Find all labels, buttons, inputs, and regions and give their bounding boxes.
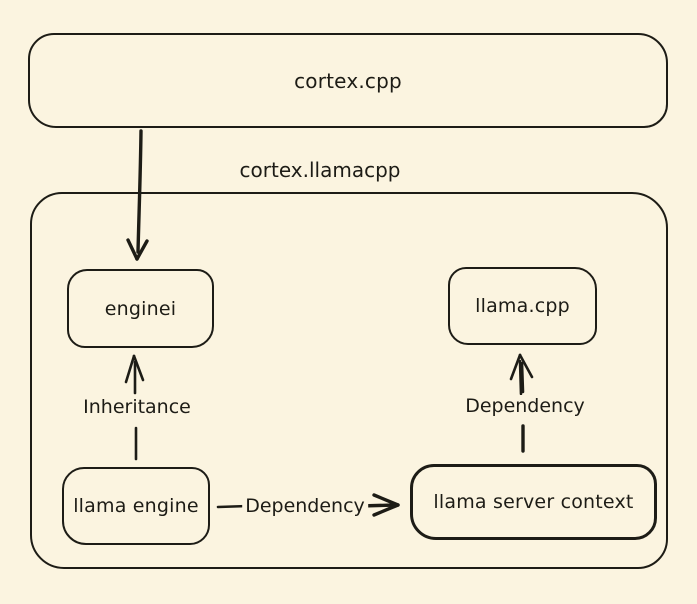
group-cortex-llamacpp-label: cortex.llamacpp [239,158,401,182]
node-llama-cpp-label: llama.cpp [475,295,570,317]
node-enginei-label: enginei [104,297,177,320]
edge-label-dependency-horizontal: Dependency [242,495,368,517]
node-cortex-cpp: cortex.cpp [28,33,668,128]
node-llama-server-context-label: llama server context [433,491,634,513]
edge-label-inheritance: Inheritance [80,396,194,418]
node-llama-engine-label: llama engine [73,495,199,517]
node-llama-server-context: llama server context [410,464,657,540]
node-cortex-cpp-label: cortex.cpp [294,68,402,93]
node-llama-cpp: llama.cpp [448,267,597,345]
edge-label-dependency-vertical: Dependency [462,395,588,417]
node-enginei: enginei [67,269,214,348]
node-llama-engine: llama engine [62,467,210,545]
